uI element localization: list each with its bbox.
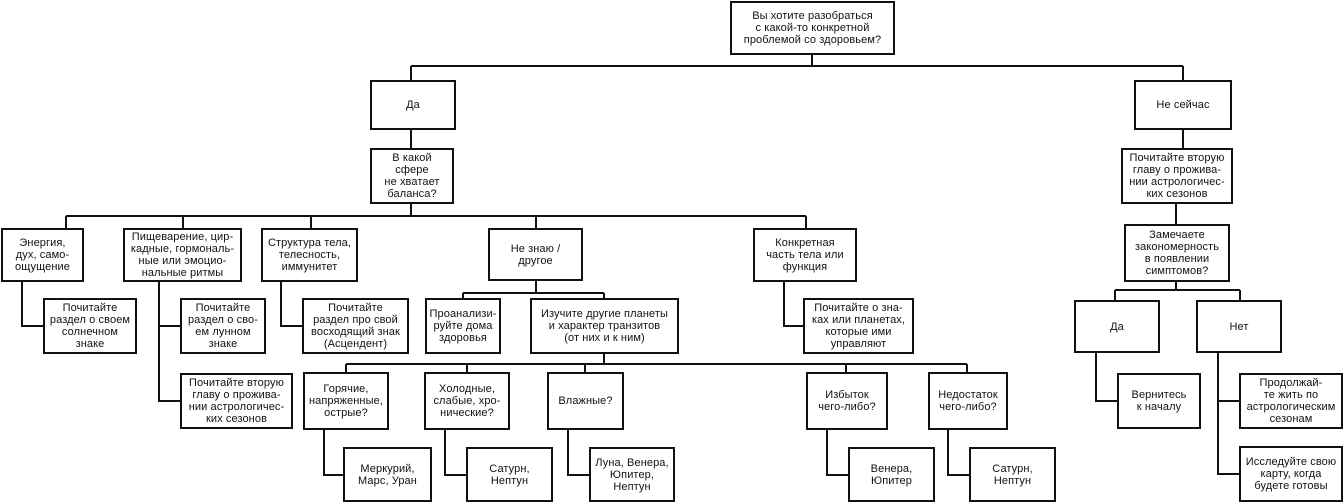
advice-read-signs-planets: Почитайте о зна- ках или планетах, котор… (803, 298, 914, 354)
question-cold: Холодные, слабые, хро- нические? (424, 372, 510, 430)
answer-yes: Да (370, 80, 456, 130)
category-energy: Энергия, дух, само- ощущение (1, 228, 84, 282)
advice-study-chart: Исследуйте свою карту, когда будете гото… (1239, 446, 1343, 502)
planets-saturn-neptune-2: Сатурн, Нептун (969, 447, 1056, 502)
question-wet: Влажные? (547, 372, 624, 430)
answer-yes-2: Да (1074, 300, 1160, 353)
advice-continue-living: Продолжай- те жить по астрологическим се… (1239, 373, 1343, 429)
advice-read-moon: Почитайте раздел о сво- ем лунном знаке (180, 298, 266, 354)
planets-mercury-mars-uranus: Меркурий, Марс, Уран (343, 447, 432, 502)
category-structure: Структура тела, телесность, иммунитет (261, 228, 358, 282)
question-deficit: Недостаток чего-либо? (928, 372, 1008, 430)
planets-saturn-neptune-1: Сатурн, Нептун (466, 447, 553, 502)
answer-not-now: Не сейчас (1134, 80, 1232, 130)
question-notice-pattern: Замечаете закономерность в появлении сим… (1124, 224, 1230, 282)
sphere-question: В какой сфере не хватает баланса? (370, 148, 454, 204)
root-question: Вы хотите разобраться с какой-то конкрет… (730, 1, 895, 55)
category-digestion: Пищеварение, цир- кадные, гормональ- ные… (123, 228, 242, 282)
advice-analyze-houses: Проанализи- руйте дома здоровья (425, 298, 501, 354)
advice-second-chapter-right: Почитайте вторую главу о прожива- нии ас… (1121, 148, 1233, 204)
answer-no-2: Нет (1196, 300, 1282, 353)
advice-second-chapter-left: Почитайте вторую главу о прожива- нии ас… (180, 373, 293, 429)
planets-moon-venus-jupiter-neptune: Луна, Венера, Юпитер, Нептун (589, 447, 675, 502)
advice-return-start: Вернитесь к началу (1117, 373, 1201, 429)
planets-venus-jupiter: Венера, Юпитер (848, 447, 935, 502)
question-excess: Избыток чего-либо? (806, 372, 888, 430)
advice-read-sun: Почитайте раздел о своем солнечном знаке (43, 298, 137, 354)
category-dont-know: Не знаю / другое (488, 228, 583, 281)
category-specific-part: Конкретная часть тела или функция (753, 228, 857, 282)
advice-read-ascendant: Почитайте раздел про свой восходящий зна… (302, 298, 409, 354)
advice-study-planets: Изучите другие планеты и характер транзи… (530, 298, 679, 354)
question-hot: Горячие, напряженные, острые? (303, 372, 389, 430)
